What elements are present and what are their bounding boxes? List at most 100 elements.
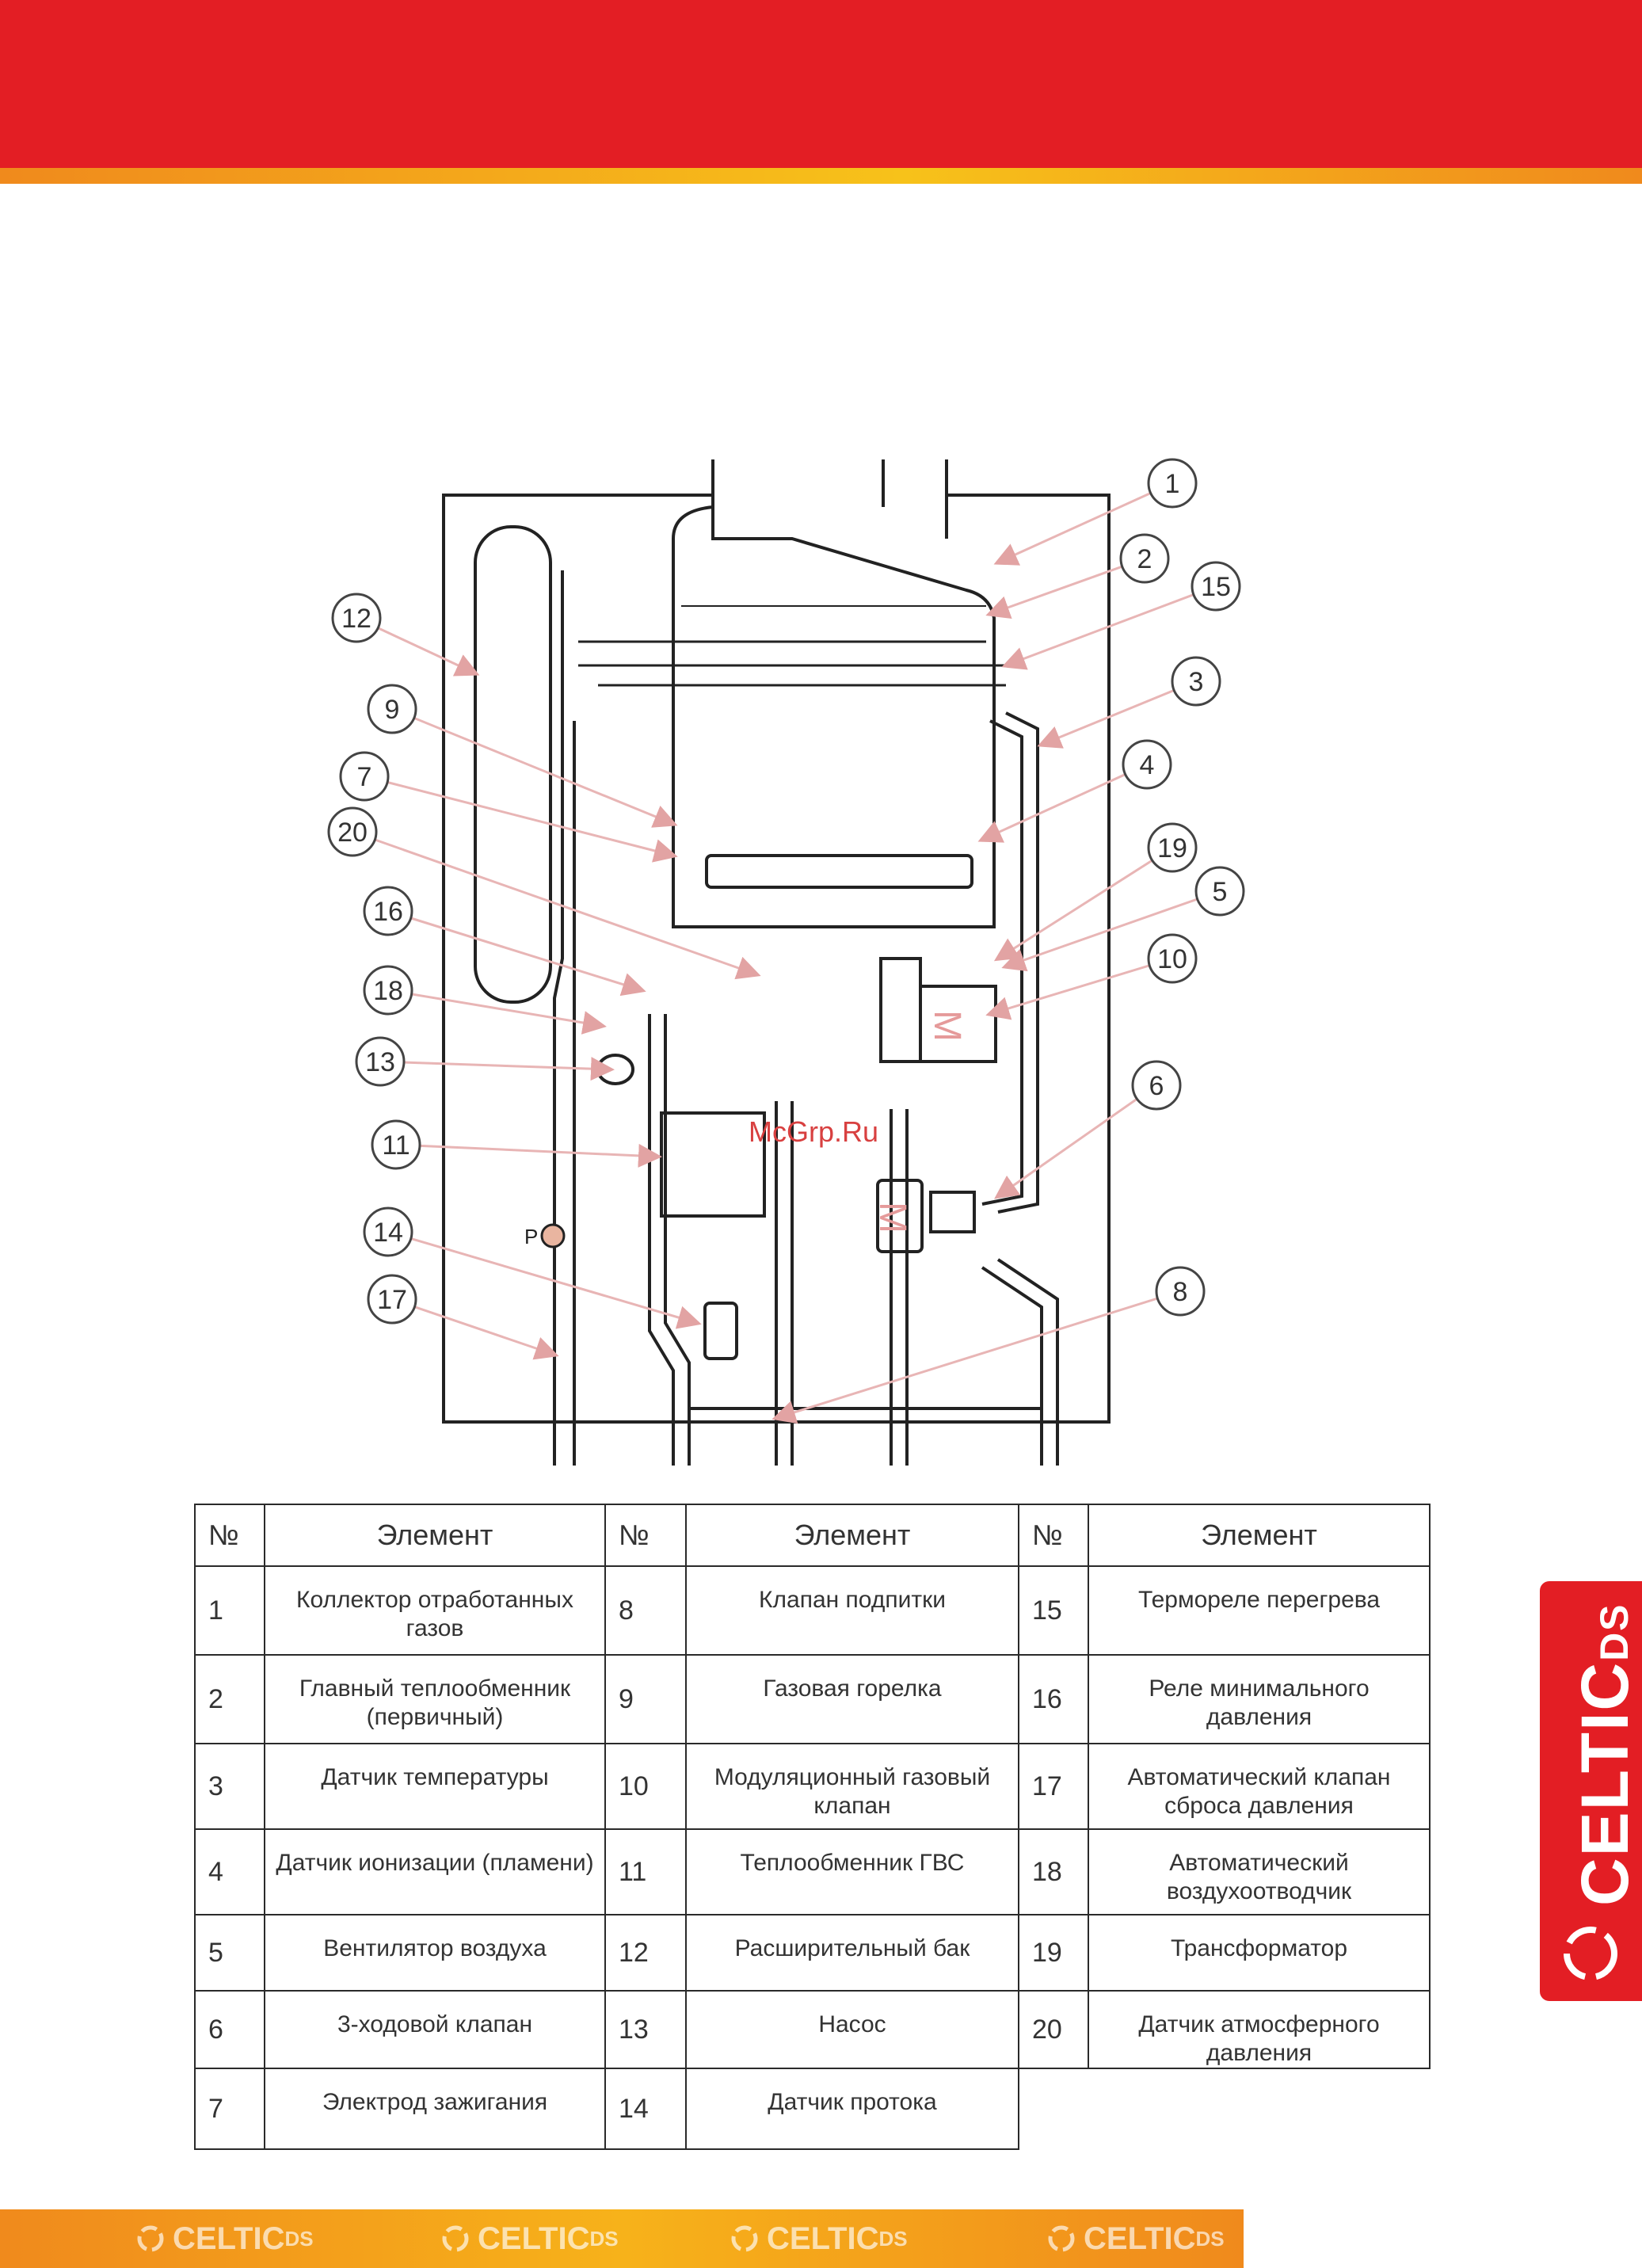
legend-row: 7 Электрод зажигания 14 Датчик протока xyxy=(194,2068,1430,2150)
callout-circle xyxy=(367,684,417,734)
callout-leader xyxy=(387,909,646,997)
legend-num: 9 xyxy=(604,1654,687,1744)
legend-element: Коллектор отработанных газов xyxy=(264,1565,606,1656)
legend-row: 6 3-ходовой клапан 13 Насос 20 Датчик ат… xyxy=(194,1990,1431,2069)
legend-num: 4 xyxy=(194,1828,265,1915)
legend-element: Трансформатор xyxy=(1088,1914,1431,1992)
callout-leader xyxy=(395,1143,662,1168)
legend-element: Датчик протока xyxy=(685,2068,1019,2150)
callout-circle xyxy=(1194,866,1245,917)
legend-element: Автоматический воздухоотводчик xyxy=(1088,1828,1431,1915)
legend-element: Датчик атмосферного давления xyxy=(1088,1990,1431,2069)
legend-row: 5 Вентилятор воздуха 12 Расширительный б… xyxy=(194,1914,1431,1992)
legend-row: 1 Коллектор отработанных газов 8 Клапан … xyxy=(194,1565,1431,1656)
recycle-emblem-icon xyxy=(729,2223,760,2255)
callout-circle xyxy=(1191,561,1241,612)
legend-empty-cell xyxy=(1088,2068,1430,2149)
callout-number: 4 xyxy=(1140,750,1155,780)
recycle-emblem-icon xyxy=(1046,2223,1077,2255)
callout-number: 18 xyxy=(373,976,403,1006)
callout-circle xyxy=(327,806,378,857)
callout-number: 5 xyxy=(1213,877,1228,907)
expansion-tank xyxy=(474,525,552,1004)
callout-number: 2 xyxy=(1137,544,1152,574)
legend-num: 17 xyxy=(1018,1743,1089,1830)
callout-leader xyxy=(391,707,678,828)
watermark: McGrp.Ru xyxy=(749,1115,879,1148)
callout-leader xyxy=(352,830,761,980)
legend-element: Автоматический клапан сброса давления xyxy=(1088,1743,1431,1830)
legend-num: 18 xyxy=(1018,1828,1089,1915)
pressure-label: P xyxy=(524,1225,538,1248)
legend-table: № Элемент № Элемент № Элемент 1 Коллекто… xyxy=(194,1504,1431,2150)
callout-number: 1 xyxy=(1165,469,1180,499)
combustion-chamber xyxy=(672,499,996,928)
callout-number: 13 xyxy=(365,1047,395,1077)
callout-leader xyxy=(985,557,1145,619)
callout-number: 8 xyxy=(1173,1277,1188,1307)
callout-leader xyxy=(379,1057,615,1081)
callout-leader xyxy=(993,846,1173,962)
legend-num: 12 xyxy=(604,1914,687,1992)
callout-number: 12 xyxy=(341,604,371,634)
legend-element: Датчик температуры xyxy=(264,1743,606,1830)
callout-circle xyxy=(1147,458,1198,509)
legend-element: Вентилятор воздуха xyxy=(264,1914,606,1992)
legend-element: Модуляционный газовый клапан xyxy=(685,1743,1019,1830)
legend-empty-cell xyxy=(1019,2068,1088,2149)
callout-circle xyxy=(363,1206,413,1257)
legend-num: 6 xyxy=(194,1990,265,2069)
callout-circle xyxy=(363,886,413,936)
legend-num: 16 xyxy=(1018,1654,1089,1744)
legend-num: 7 xyxy=(194,2068,265,2150)
callout-leader xyxy=(387,989,607,1035)
side-logo-tab: CELTICDS xyxy=(1540,1581,1642,2001)
callout-number: 3 xyxy=(1189,667,1204,697)
legend-num: 1 xyxy=(194,1565,265,1656)
callout-circle xyxy=(1147,933,1198,984)
fan-motor-label: M xyxy=(926,1010,968,1042)
callout-leader xyxy=(993,482,1173,566)
side-logo-text: CELTICDS xyxy=(1568,1603,1642,1906)
callout-leader xyxy=(1037,680,1197,749)
legend-element: Газовая горелка xyxy=(685,1654,1019,1744)
legend-element: Насос xyxy=(685,1990,1019,2069)
callout-circle xyxy=(363,965,413,1016)
callout-number: 14 xyxy=(373,1218,403,1248)
callout-circle xyxy=(1122,739,1172,790)
callout-number: 17 xyxy=(377,1285,407,1315)
callout-number: 15 xyxy=(1201,572,1231,602)
callout-circle xyxy=(1171,656,1221,707)
legend-num: 14 xyxy=(604,2068,687,2150)
legend-element: Реле минимального давления xyxy=(1088,1654,1431,1744)
legend-element: Главный теплообменник (первичный) xyxy=(264,1654,606,1744)
callout-circle xyxy=(355,1036,406,1087)
callout-number: 20 xyxy=(337,818,368,848)
callout-leader xyxy=(977,763,1148,843)
callout-leader xyxy=(771,1290,1181,1424)
header-element: Элемент xyxy=(1088,1504,1431,1567)
legend-element: Термореле перегрева xyxy=(1088,1565,1431,1656)
header-num: № xyxy=(1018,1504,1089,1567)
legend-num: 13 xyxy=(604,1990,687,2069)
legend-element: Клапан подпитки xyxy=(685,1565,1019,1656)
legend-num: 11 xyxy=(604,1828,687,1915)
legend-element: Теплообменник ГВС xyxy=(685,1828,1019,1915)
legend-row: 2 Главный теплообменник (первичный) 9 Га… xyxy=(194,1654,1431,1744)
callout-leader xyxy=(1001,890,1221,972)
callout-circle xyxy=(371,1119,421,1170)
legend-element: Расширительный бак xyxy=(685,1914,1019,1992)
legend-num: 19 xyxy=(1018,1914,1089,1992)
legend-num: 2 xyxy=(194,1654,265,1744)
legend-element: 3-ходовой клапан xyxy=(264,1990,606,2069)
callout-leader xyxy=(985,957,1173,1020)
callout-number: 19 xyxy=(1157,833,1187,863)
recycle-emblem-icon xyxy=(440,2223,471,2255)
callout-number: 16 xyxy=(373,897,403,927)
